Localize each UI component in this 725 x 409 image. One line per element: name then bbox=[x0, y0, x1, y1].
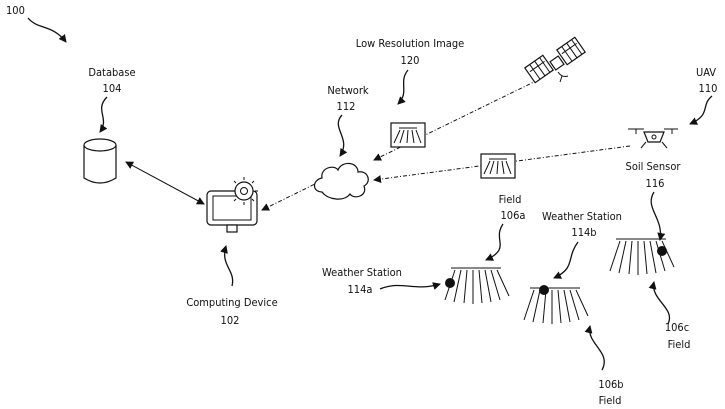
satellite-icon bbox=[523, 36, 587, 84]
weather-station-b: Weather Station 114b bbox=[542, 210, 622, 279]
figure-number-leader bbox=[27, 17, 67, 43]
weather-station-a-dot bbox=[445, 278, 455, 288]
database-icon bbox=[83, 138, 117, 184]
weather-station-b-leader bbox=[553, 241, 579, 279]
computing-device-node: Computing Device 102 bbox=[186, 177, 278, 327]
low-res-image-leader bbox=[397, 69, 409, 105]
field-b-label: Field bbox=[599, 394, 622, 407]
link-satellite-network bbox=[373, 79, 539, 161]
soil-sensor-ref: 116 bbox=[646, 177, 665, 190]
field-c: 106c Field bbox=[609, 238, 691, 351]
low-res-image-node: Low Resolution Image 120 bbox=[356, 37, 464, 105]
cloud-icon bbox=[313, 162, 369, 200]
weather-station-a-ref: 114a bbox=[348, 283, 373, 296]
satellite-image-thumbnail bbox=[390, 122, 426, 148]
drone-icon bbox=[628, 128, 678, 149]
computing-device-ref: 102 bbox=[221, 314, 240, 327]
uav-leader bbox=[689, 95, 713, 125]
computing-device-leader bbox=[220, 245, 234, 287]
low-res-image-label: Low Resolution Image bbox=[356, 37, 464, 50]
field-b: 106b Field bbox=[523, 285, 624, 407]
field-b-leader bbox=[584, 325, 605, 371]
field-c-ref: 106c bbox=[665, 321, 689, 334]
weather-station-b-ref: 114b bbox=[571, 226, 596, 239]
soil-sensor-leader bbox=[650, 191, 666, 241]
link-database-computing bbox=[125, 161, 205, 205]
network-label: Network bbox=[327, 84, 369, 97]
network-leader bbox=[337, 114, 348, 157]
database-ref: 104 bbox=[103, 82, 122, 95]
soil-sensor-label: Soil Sensor bbox=[626, 160, 682, 173]
network-ref: 112 bbox=[337, 100, 356, 113]
uav-label: UAV bbox=[696, 66, 716, 79]
weather-station-b-label: Weather Station bbox=[542, 210, 622, 223]
field-a-leader bbox=[485, 223, 504, 261]
low-res-image-ref: 120 bbox=[401, 54, 420, 67]
figure-number: 100 bbox=[6, 4, 25, 17]
database-label: Database bbox=[88, 66, 135, 79]
field-c-leader bbox=[648, 281, 671, 325]
uav-image-thumbnail bbox=[480, 153, 516, 179]
field-a-label: Field bbox=[499, 193, 522, 206]
database-leader bbox=[99, 96, 108, 133]
link-computing-network bbox=[261, 183, 316, 211]
field-c-label: Field bbox=[668, 338, 691, 351]
soil-sensor-dot bbox=[657, 246, 667, 256]
weather-station-a-leader bbox=[379, 282, 441, 290]
field-a-ref: 106a bbox=[501, 209, 526, 222]
uav-ref: 110 bbox=[699, 82, 718, 95]
uav-node: UAV 110 bbox=[628, 66, 718, 149]
weather-station-a: Weather Station 114a bbox=[322, 266, 441, 296]
field-b-ref: 106b bbox=[598, 378, 623, 391]
gear-icon bbox=[230, 177, 258, 205]
weather-station-a-label: Weather Station bbox=[322, 266, 402, 279]
weather-station-b-dot bbox=[539, 285, 549, 295]
soil-sensor-node: Soil Sensor 116 bbox=[626, 160, 682, 241]
field-a: Field 106a bbox=[444, 193, 526, 304]
computing-device-label: Computing Device bbox=[186, 296, 277, 309]
network-node: Network 112 bbox=[313, 84, 369, 200]
database-node: Database 104 bbox=[83, 66, 136, 184]
